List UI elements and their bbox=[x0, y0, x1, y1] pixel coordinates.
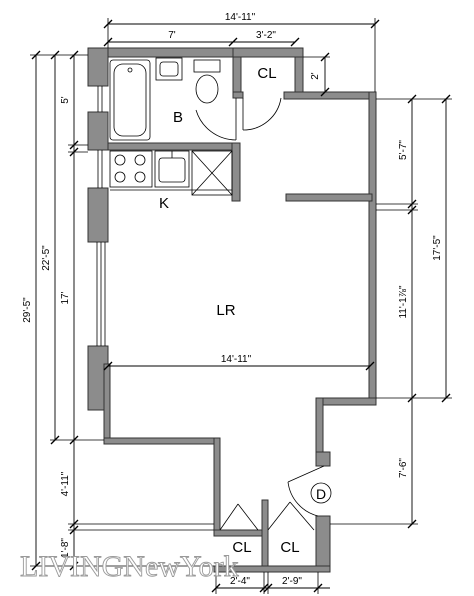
dim-bottom-closet-left: 2'-4" bbox=[230, 576, 250, 587]
bath-door bbox=[195, 98, 237, 141]
room-label-living: LR bbox=[216, 302, 235, 319]
kitchen-sink bbox=[154, 150, 190, 188]
dim-left-lower: 4'-11" bbox=[60, 471, 71, 496]
dim-top-overall: 14'-11" bbox=[225, 12, 256, 23]
dimension-lines bbox=[30, 18, 452, 594]
room-label-closet-bottom-left: CL bbox=[232, 539, 251, 556]
dim-left-bottom: 1'-8" bbox=[60, 538, 71, 558]
closet-door-top bbox=[242, 97, 282, 131]
entry-door bbox=[287, 465, 325, 517]
refrigerator bbox=[191, 150, 233, 196]
walls bbox=[87, 47, 377, 573]
watermark-logo: LIVINGNewYork bbox=[20, 550, 239, 583]
dim-right-upper: 5'-7" bbox=[398, 140, 409, 160]
door-marker-label: D bbox=[316, 486, 326, 502]
dim-right-mid: 11'-1⅞" bbox=[398, 285, 409, 319]
room-label-bath: B bbox=[173, 109, 183, 126]
dim-closet-depth: 2' bbox=[310, 72, 321, 80]
dim-top-bath: 7' bbox=[168, 30, 176, 41]
toilet bbox=[193, 59, 221, 104]
closet-door-left bbox=[219, 503, 259, 531]
closet-door-right bbox=[267, 501, 315, 531]
windows bbox=[96, 86, 106, 346]
dim-left-bath: 5' bbox=[60, 96, 71, 104]
door-marker-circle bbox=[310, 482, 332, 504]
room-label-closet-top: CL bbox=[257, 65, 276, 82]
dim-living-width: 14'-11" bbox=[221, 354, 252, 365]
dim-left-overall: 29'-5" bbox=[22, 297, 33, 323]
dim-top-closet: 3'-2" bbox=[256, 30, 276, 41]
dim-left-living: 17' bbox=[60, 291, 71, 304]
bath-sink bbox=[155, 57, 183, 81]
dim-bottom-closet-right: 2'-9" bbox=[282, 576, 302, 587]
dim-left-upper: 22'-5" bbox=[41, 245, 52, 271]
stove bbox=[109, 150, 153, 188]
room-label-kitchen: K bbox=[159, 195, 169, 212]
dim-right-overall: 17'-5" bbox=[432, 235, 443, 261]
room-label-closet-bottom-right: CL bbox=[280, 539, 299, 556]
bathtub bbox=[109, 59, 151, 141]
dim-right-lower: 7'-6" bbox=[398, 458, 409, 478]
